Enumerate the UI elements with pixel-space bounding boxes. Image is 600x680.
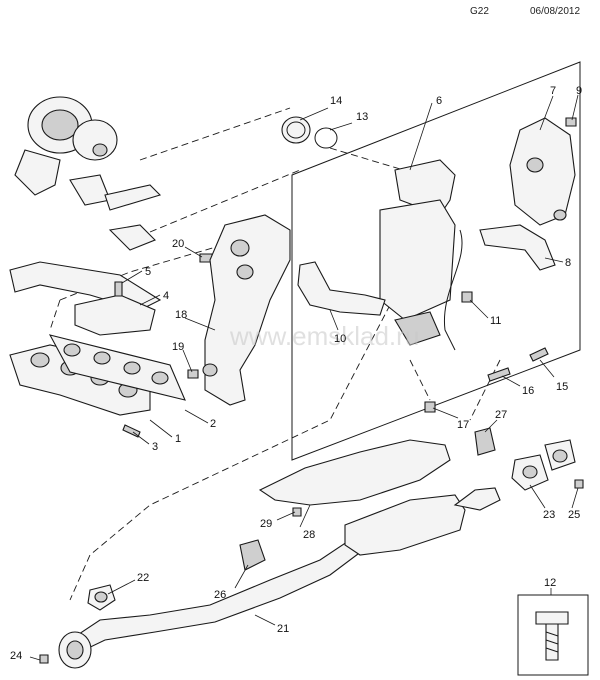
callout-15: 15 [556,381,568,393]
callout-14: 14 [330,95,342,107]
converter-bracket [297,261,386,316]
reference-line [149,169,301,233]
reference-line [469,359,501,421]
reference-line [409,359,431,401]
exhaust-clamp [281,116,311,144]
manifold-gasket [48,334,186,401]
converter-heat-shield [509,117,576,226]
watermark-text: www.emsklad.ru [229,321,419,351]
converter-support-bracket [479,224,556,271]
flange-gasket [87,584,116,611]
flange-bolt-detail [535,611,569,661]
callout-17: 17 [457,419,469,431]
turbo-gasket [108,224,156,251]
underbody-heat-shield [258,439,451,506]
callout-20: 20 [172,238,184,250]
nut [292,507,302,517]
bolt [529,347,549,362]
bolt-detail-box [517,594,589,676]
catalytic-converter [379,159,456,346]
callout-11: 11 [490,315,501,327]
bolt [565,117,577,127]
callout-10: 10 [334,333,346,345]
callout-28: 28 [303,529,315,541]
callout-19: 19 [172,341,184,353]
turbocharger [14,96,162,211]
callout-29: 29 [260,518,272,530]
sensor-cable [443,229,463,351]
stud [114,281,123,297]
callout-25: 25 [568,509,580,521]
nut [39,654,49,664]
callout-2: 2 [210,418,216,430]
callout-21: 21 [277,623,289,635]
bolt [187,369,199,379]
callout-23: 23 [543,509,555,521]
intermediate-exhaust-pipe [58,487,501,669]
reference-line [329,147,431,179]
callout-1: 1 [175,433,181,445]
callout-18: 18 [175,309,187,321]
callout-3: 3 [152,441,158,453]
callout-24: 24 [10,650,22,662]
reference-line [49,299,61,331]
callout-5: 5 [145,266,151,278]
callout-22: 22 [137,572,149,584]
rubber-hanger [239,539,266,571]
callout-6: 6 [436,95,442,107]
callout-8: 8 [565,257,571,269]
callout-4: 4 [163,290,169,302]
callout-27: 27 [495,409,507,421]
callout-9: 9 [576,85,582,97]
callout-12: 12 [544,577,556,589]
diagram-code: G22 [470,6,489,17]
rubber-hanger [474,427,496,456]
leader-lines [29,94,579,661]
reference-line [69,304,391,601]
turbo-heat-shield [202,214,291,406]
rear-flange-seal [544,439,576,471]
reference-line [139,107,291,161]
catalytic-converter-group-frame [291,61,581,461]
callout-13: 13 [356,111,368,123]
exhaust-clamp-inner [286,121,306,139]
diagram-date: 06/08/2012 [530,6,580,17]
callout-16: 16 [522,385,534,397]
nut [574,479,584,489]
rear-pipe-gasket [511,454,549,491]
nut [424,401,436,413]
stud [487,367,511,382]
exhaust-seal-ring [314,127,338,149]
callout-26: 26 [214,589,226,601]
callout-7: 7 [550,85,556,97]
